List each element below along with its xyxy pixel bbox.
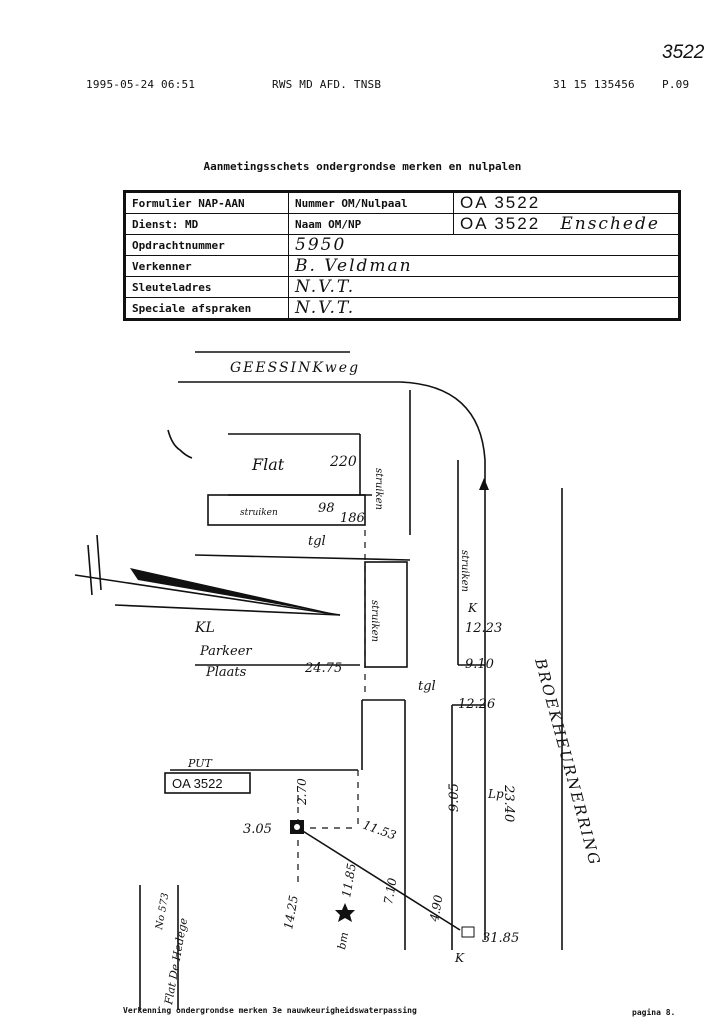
measure-910: 9.10 xyxy=(465,657,494,672)
measure-1153: 11.53 xyxy=(361,818,398,843)
tgl-label: tgl xyxy=(308,534,326,549)
struiken-label: struiken xyxy=(240,508,278,518)
struiken-label: struiken xyxy=(369,600,380,642)
form-label: Formulier NAP-AAN xyxy=(124,191,289,214)
form-label: Opdrachtnummer xyxy=(124,234,289,256)
measure-710: 7.10 xyxy=(381,876,399,905)
flat-number: 220 xyxy=(329,454,357,470)
naam-place: Enschede xyxy=(560,214,660,234)
flat-label: Flat xyxy=(251,455,285,474)
form-row: Speciale afspraken N.V.T. xyxy=(124,297,680,320)
street-broekheurner: BROEKHEURNERRING xyxy=(531,655,604,868)
arrow-shape xyxy=(130,568,340,615)
naam-code: OA 3522 xyxy=(460,214,541,233)
form-label: Nummer OM/Nulpaal xyxy=(288,191,454,214)
form-label: Sleuteladres xyxy=(124,276,289,298)
form-row: Sleuteladres N.V.T. xyxy=(124,276,680,298)
kl-label: KL xyxy=(194,620,215,636)
struiken-label: struiken xyxy=(459,550,470,592)
form-value: OA 3522 xyxy=(453,191,680,214)
measure-1425: 14.25 xyxy=(281,894,301,930)
tgl-label: tgl xyxy=(418,679,436,694)
location-sketch: GEESSINKweg BROEKHEURNERRING Flat 220 st… xyxy=(74,351,604,1010)
measure-1226: 12.26 xyxy=(458,697,495,712)
plaats-label: Plaats xyxy=(205,665,247,680)
handwritten-number: 3522 xyxy=(662,42,705,63)
form-table: Formulier NAP-AAN Nummer OM/Nulpaal OA 3… xyxy=(123,190,681,321)
form-value: OA 3522 Enschede xyxy=(453,213,680,235)
lp-label: Lp xyxy=(487,787,504,801)
form-value: N.V.T. xyxy=(288,276,680,298)
measure-1223: 12.23 xyxy=(465,621,502,636)
form-row: Formulier NAP-AAN Nummer OM/Nulpaal OA 3… xyxy=(124,191,680,214)
bm-label: bm xyxy=(335,931,351,950)
sketch-lines xyxy=(74,351,563,1010)
page-footer: Verkenning ondergrondse merken 3e nauwke… xyxy=(123,1006,417,1015)
measure-2475: 24.75 xyxy=(304,661,342,676)
measure-270: 2.70 xyxy=(295,778,309,806)
parkeer-label: Parkeer xyxy=(199,644,252,659)
measure-305: 3.05 xyxy=(243,822,272,837)
marker-box-icon xyxy=(461,926,475,938)
form-value: 5950 xyxy=(288,234,680,256)
measure-905: 9.05 xyxy=(447,783,462,812)
measure-490: 4.90 xyxy=(427,893,446,923)
arrow-head-icon xyxy=(479,478,489,490)
street-geessink: GEESSINKweg xyxy=(230,360,360,376)
form-value: N.V.T. xyxy=(288,297,680,320)
measure-98: 98 xyxy=(318,501,335,516)
measure-1185: 11.85 xyxy=(339,862,359,898)
form-value: B. Veldman xyxy=(288,255,680,277)
put-label: PUT xyxy=(187,757,213,770)
form-label: Naam OM/NP xyxy=(288,213,454,235)
flat-dehedege-number: No 573 xyxy=(154,892,171,931)
benchmark-icon xyxy=(335,903,355,922)
fax-page: P.09 xyxy=(662,78,690,91)
sketch-dashed xyxy=(297,530,366,885)
form-label: Speciale afspraken xyxy=(124,297,289,320)
oa-label: OA 3522 xyxy=(172,776,223,791)
fax-department: RWS MD AFD. TNSB xyxy=(272,78,382,91)
page-number: pagina 8. xyxy=(632,1008,676,1017)
form-row: Verkenner B. Veldman xyxy=(124,255,680,277)
struiken-label: struiken xyxy=(373,468,384,510)
form-label: Verkenner xyxy=(124,255,289,277)
form-row: Opdrachtnummer 5950 xyxy=(124,234,680,256)
k-label: K xyxy=(467,601,478,615)
fax-phone: 31 15 135456 xyxy=(553,78,635,91)
measure-186: 186 xyxy=(340,511,365,526)
fax-datetime: 1995-05-24 06:51 xyxy=(86,78,196,91)
page-title: Aanmetingsschets ondergrondse merken en … xyxy=(203,160,522,173)
measure-2340: 23.40 xyxy=(501,784,516,822)
measure-3185: 31.85 xyxy=(482,931,519,946)
form-label: Dienst: MD xyxy=(124,213,289,235)
k-label: K xyxy=(454,951,465,965)
flat-dehedege-label: Flat De Hedege xyxy=(162,916,190,1006)
form-row: Dienst: MD Naam OM/NP OA 3522 Enschede xyxy=(124,213,680,235)
